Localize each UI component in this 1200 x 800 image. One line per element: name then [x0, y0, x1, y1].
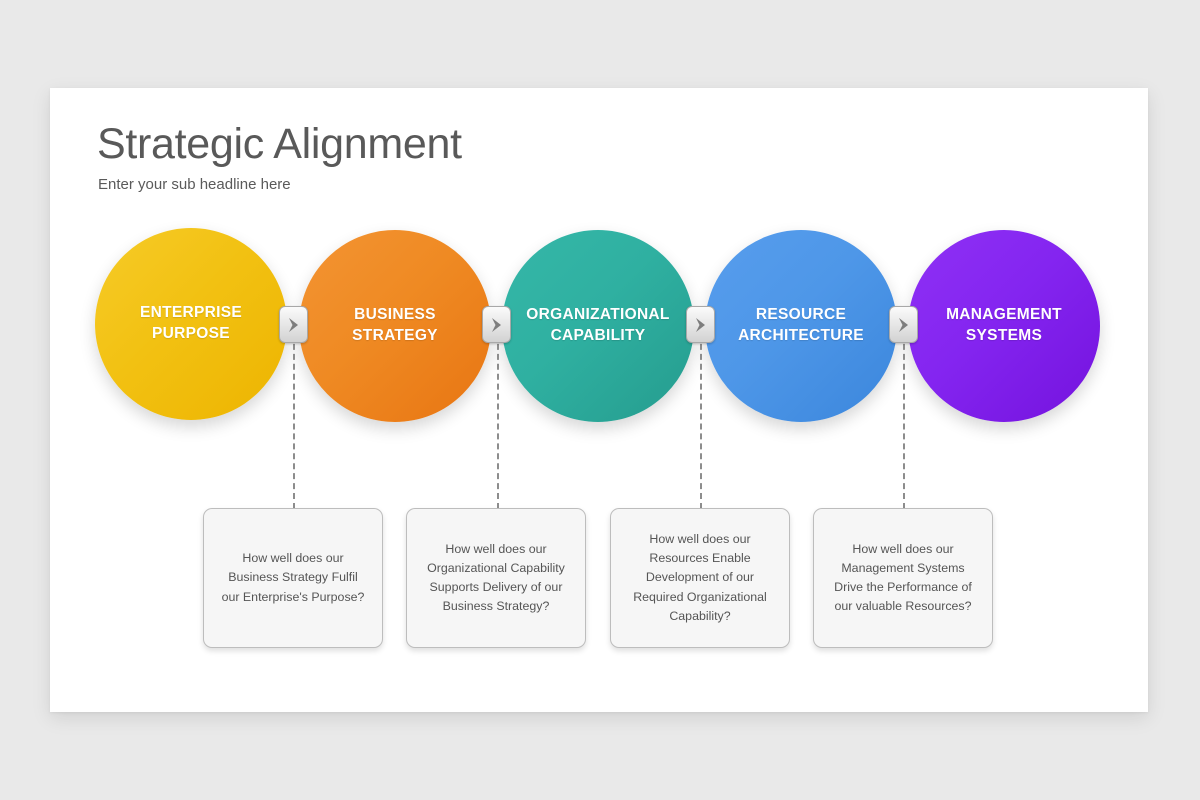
stage-label-line-2: STRATEGY: [352, 327, 438, 344]
question-box-4[interactable]: How well does our Management Systems Dri…: [813, 508, 993, 648]
chevron-right-icon: [898, 317, 908, 332]
question-box-text: How well does our Management Systems Dri…: [834, 541, 972, 614]
stage-circle-organizational-capability[interactable]: ORGANIZATIONAL CAPABILITY: [502, 230, 694, 422]
stage-circle-label: BUSINESS STRATEGY: [332, 305, 458, 347]
drop-line-2: [497, 324, 499, 509]
stage-label-line-2: PURPOSE: [152, 325, 230, 342]
chevron-right-icon: [491, 317, 501, 332]
chevron-right-icon: [695, 317, 705, 332]
stage-label-line-2: SYSTEMS: [965, 327, 1043, 344]
question-box-3[interactable]: How well does our Resources Enable Devel…: [610, 508, 790, 648]
stage-circle-group: ENTERPRISE PURPOSE BUSINESS STRATEGY ORGAN…: [50, 88, 1148, 712]
stage-circle-label: ORGANIZATIONAL CAPABILITY: [506, 305, 689, 347]
stage-label-line-2: CAPABILITY: [550, 327, 646, 344]
stage-label-line-1: BUSINESS: [354, 306, 436, 324]
connector-arrow-3[interactable]: [686, 306, 715, 343]
stage-label-line-1: RESOURCE: [755, 306, 847, 324]
stage-label-line-1: ENTERPRISE: [139, 304, 243, 322]
stage-circle-management-systems[interactable]: MANAGEMENT SYSTEMS: [908, 230, 1100, 422]
stage-label-line-1: MANAGEMENT: [946, 306, 1062, 324]
question-box-text: How well does our Resources Enable Devel…: [633, 531, 767, 623]
page-subtitle: Enter your sub headline here: [98, 176, 291, 193]
drop-line-3: [700, 324, 702, 509]
stage-circle-label: MANAGEMENT SYSTEMS: [926, 305, 1082, 347]
drop-line-1: [293, 324, 295, 509]
question-box-text: How well does our Organizational Capabil…: [427, 541, 565, 614]
stage-label-line-1: ORGANIZATIONAL: [526, 306, 670, 324]
connector-arrow-4[interactable]: [889, 306, 918, 343]
page-title: Strategic Alignment: [97, 120, 462, 168]
drop-line-4: [903, 324, 905, 509]
stage-circle-enterprise-purpose[interactable]: ENTERPRISE PURPOSE: [95, 228, 287, 420]
connector-arrow-1[interactable]: [279, 306, 308, 343]
question-box-text: How well does our Business Strategy Fulf…: [221, 551, 365, 604]
stage-circle-label: ENTERPRISE PURPOSE: [120, 303, 262, 345]
stage-circle-resource-architecture[interactable]: RESOURCE ARCHITECTURE: [705, 230, 897, 422]
stage-circle-label: RESOURCE ARCHITECTURE: [718, 305, 884, 347]
stage-label-line-2: ARCHITECTURE: [738, 327, 864, 344]
connector-arrow-2[interactable]: [482, 306, 511, 343]
question-box-2[interactable]: How well does our Organizational Capabil…: [406, 508, 586, 648]
slide-surface: Strategic Alignment Enter your sub headl…: [50, 88, 1148, 712]
stage-circle-business-strategy[interactable]: BUSINESS STRATEGY: [299, 230, 491, 422]
chevron-right-icon: [288, 317, 298, 332]
question-box-1[interactable]: How well does our Business Strategy Fulf…: [203, 508, 383, 648]
